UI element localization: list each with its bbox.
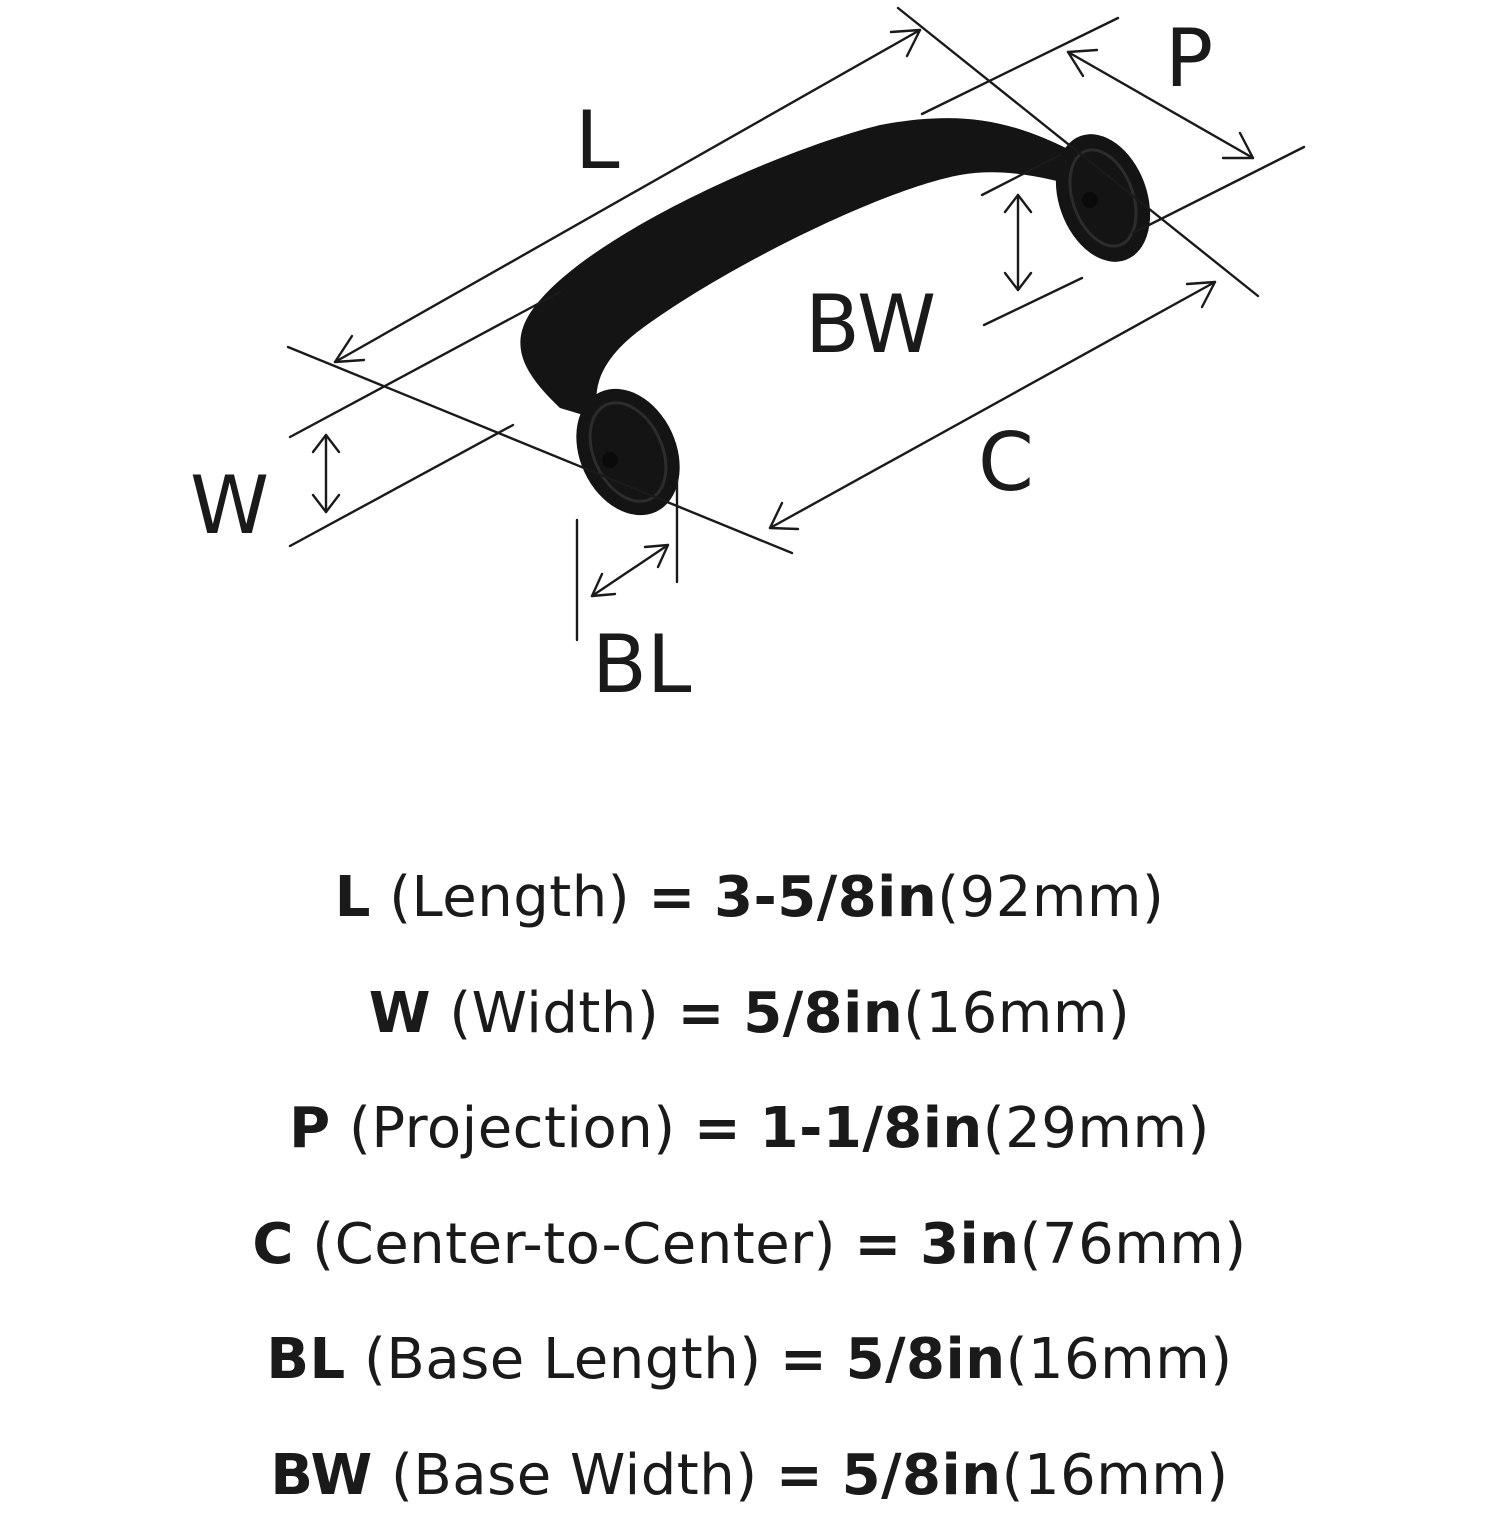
spec-abbr: W: [369, 981, 431, 1046]
spec-equals: =: [776, 1443, 823, 1508]
spec-equals: =: [780, 1327, 827, 1392]
spec-abbr: L: [335, 865, 371, 930]
spec-abbr: BW: [270, 1443, 372, 1508]
dimension-diagram: L P BW C W BL: [0, 0, 1499, 790]
spec-equals: =: [678, 981, 725, 1046]
length-dimension: [288, 8, 1258, 553]
spec-abbr: P: [289, 1096, 331, 1161]
spec-inches: 3-5/8in: [714, 865, 937, 930]
spec-center-to-center: C (Center-to-Center) = 3in(76mm): [0, 1187, 1499, 1303]
spec-mm: (16mm): [903, 981, 1130, 1046]
spec-mm: (16mm): [1006, 1327, 1233, 1392]
spec-projection: P (Projection) = 1-1/8in(29mm): [0, 1071, 1499, 1187]
spec-name: (Width): [449, 981, 659, 1046]
label-P: P: [1165, 12, 1213, 105]
spec-equals: =: [694, 1096, 741, 1161]
spec-inches: 5/8in: [846, 1327, 1006, 1392]
spec-inches: 5/8in: [842, 1443, 1002, 1508]
spec-name: (Base Width): [391, 1443, 758, 1508]
spec-base-length: BL (Base Length) = 5/8in(16mm): [0, 1302, 1499, 1418]
back-base: [1039, 121, 1167, 275]
spec-equals: =: [854, 1212, 901, 1277]
spec-mm: (16mm): [1002, 1443, 1229, 1508]
spec-name: (Projection): [349, 1096, 676, 1161]
spec-inches: 3in: [920, 1212, 1020, 1277]
spec-inches: 5/8in: [743, 981, 903, 1046]
spec-equals: =: [648, 865, 695, 930]
front-screw-hole: [602, 452, 618, 468]
spec-width: W (Width) = 5/8in(16mm): [0, 956, 1499, 1072]
spec-mm: (29mm): [983, 1096, 1210, 1161]
label-BW: BW: [805, 278, 936, 371]
spec-abbr: BL: [266, 1327, 345, 1392]
spec-name: (Length): [389, 865, 630, 930]
back-screw-hole: [1082, 192, 1098, 208]
specifications-list: L (Length) = 3-5/8in(92mm) W (Width) = 5…: [0, 840, 1499, 1533]
label-L: L: [575, 94, 620, 187]
spec-base-width: BW (Base Width) = 5/8in(16mm): [0, 1418, 1499, 1533]
spec-abbr: C: [252, 1212, 294, 1277]
spec-mm: (92mm): [937, 865, 1164, 930]
label-C: C: [978, 416, 1034, 509]
label-BL: BL: [592, 618, 692, 711]
spec-length: L (Length) = 3-5/8in(92mm): [0, 840, 1499, 956]
label-W: W: [190, 459, 269, 552]
spec-inches: 1-1/8in: [760, 1096, 983, 1161]
spec-name: (Center-to-Center): [312, 1212, 836, 1277]
spec-mm: (76mm): [1020, 1212, 1247, 1277]
spec-name: (Base Length): [364, 1327, 762, 1392]
width-dimension: [290, 292, 560, 546]
